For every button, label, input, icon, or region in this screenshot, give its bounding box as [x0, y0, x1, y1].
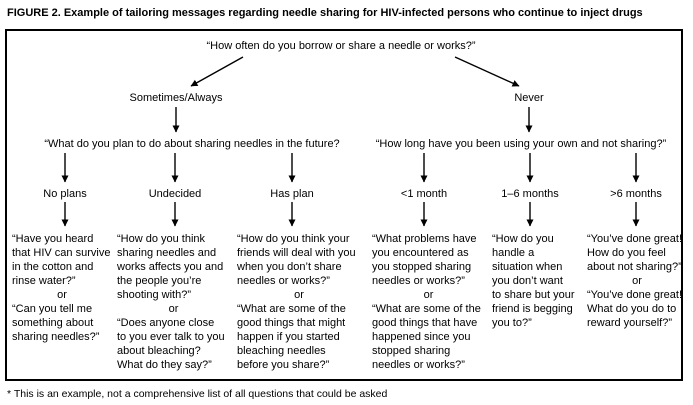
or-separator: or [57, 289, 67, 301]
option-label-1-6-months: 1–6 months [501, 188, 559, 200]
message-question: “What are some of the good things that h… [372, 303, 481, 371]
message-question: “How do you think your friends will deal… [237, 233, 356, 287]
figure-title: FIGURE 2. Example of tailoring messages … [7, 7, 643, 19]
message-block-1-6-months: “How do you handle a situation when you … [492, 232, 580, 330]
message-question: “How do you handle a situation when you … [492, 233, 575, 329]
message-block-undecided: “How do you think sharing needles and wo… [117, 232, 230, 372]
or-separator: or [294, 289, 304, 301]
message-question: “What are some of the good things that m… [237, 303, 346, 371]
message-block-lt-1-month: “What problems have you encountered as y… [372, 232, 485, 372]
message-block-has-plan: “How do you think your friends will deal… [237, 232, 361, 372]
option-label-undecided: Undecided [148, 188, 202, 200]
branch-label-sometimes-always: Sometimes/Always [129, 92, 223, 104]
branch-label-never: Never [514, 92, 544, 104]
message-block-no-plans: “Have you heard that HIV can survive in … [12, 232, 112, 344]
figure-footnote: * This is an example, not a comprehensiv… [7, 388, 388, 400]
option-label-no-plans: No plans [43, 188, 87, 200]
flowchart-border-box [5, 29, 683, 381]
question-sharing-future: “What do you plan to do about sharing ne… [44, 138, 340, 150]
option-label-has-plan: Has plan [270, 188, 314, 200]
option-label-gt-6-months: >6 months [610, 188, 662, 200]
or-separator: or [423, 289, 434, 301]
message-question: “How do you think sharing needles and wo… [117, 233, 224, 301]
message-question: “Can you tell me something about sharing… [12, 303, 100, 343]
message-question: “What problems have you encountered as y… [372, 233, 477, 287]
or-separator: or [632, 275, 642, 287]
message-question: “You’ve done great! What do you do to re… [587, 289, 682, 329]
option-label-lt-1-month: <1 month [400, 188, 448, 200]
message-block-gt-6-months: “You’ve done great! How do you feel abou… [587, 232, 687, 330]
root-question: “How often do you borrow or share a need… [206, 40, 476, 52]
message-question: “Does anyone close to you ever talk to y… [117, 317, 225, 371]
message-question: “You’ve done great! How do you feel abou… [587, 233, 682, 273]
message-question: “Have you heard that HIV can survive in … [12, 233, 111, 287]
question-how-long-not-sharing: “How long have you been using your own a… [375, 138, 667, 150]
or-separator: or [168, 303, 179, 315]
